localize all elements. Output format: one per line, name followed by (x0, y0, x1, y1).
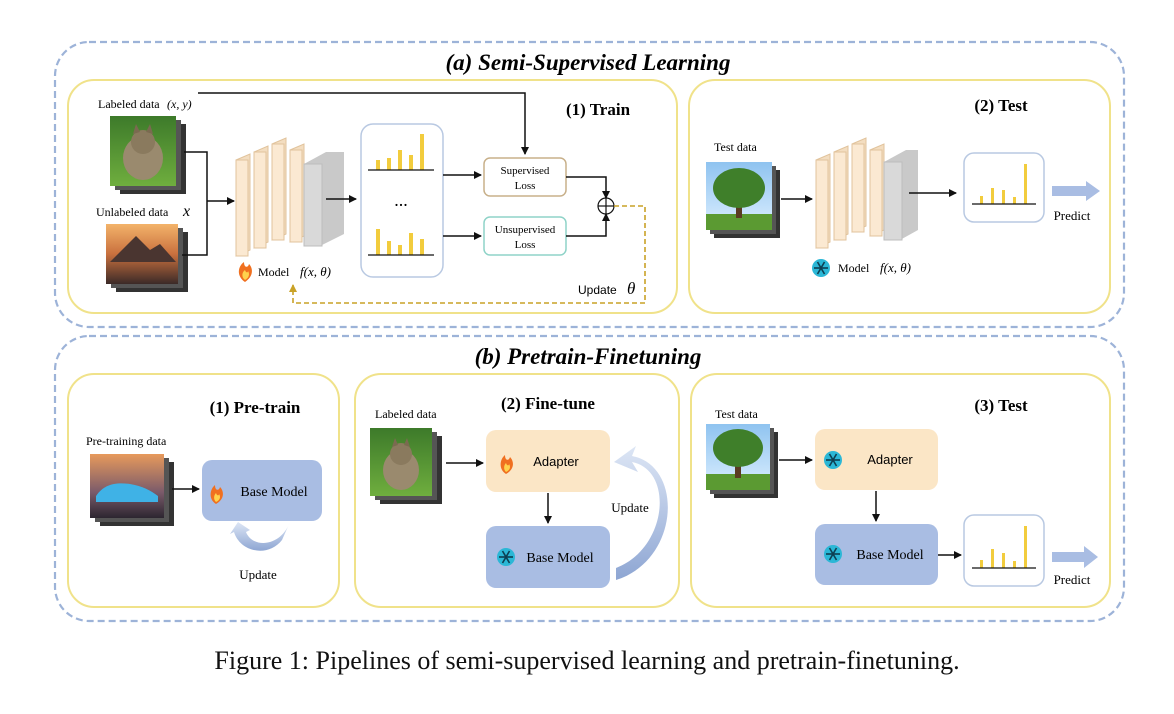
predict-arrow-a (1052, 181, 1100, 201)
finetune-base-model-box (486, 526, 610, 588)
finetune-title: (2) Fine-tune (501, 394, 595, 413)
flame-icon (500, 455, 513, 474)
section-a-title: (a) Semi-Supervised Learning (446, 50, 731, 75)
test-data-label-b: Test data (715, 407, 758, 421)
finetune-adapter-label: Adapter (533, 454, 579, 469)
sum-node-icon (597, 197, 615, 215)
test-output-box-a (963, 152, 1045, 223)
pretrain-data-label: Pre-training data (86, 434, 167, 448)
ellipsis-label: ... (394, 190, 408, 210)
finetune-update-arrow (614, 446, 668, 580)
mountain-image (110, 236, 176, 262)
test-adapter-label: Adapter (867, 452, 913, 467)
finetune-data-label: Labeled data (375, 407, 437, 421)
test-panel-b (690, 373, 1111, 608)
tree-image-stack-b (706, 424, 778, 498)
pretrain-base-model-box (202, 460, 322, 521)
test-base-model-label: Base Model (856, 548, 923, 563)
finetune-adapter-box (486, 430, 610, 492)
tree-image-stack-a (706, 162, 780, 238)
train-model-layers (235, 137, 344, 257)
labeled-data-math: (x, y) (167, 97, 192, 111)
pretrain-base-model-label: Base Model (240, 485, 307, 500)
finetune-cat-stack (370, 428, 442, 504)
train-output-bars-top (368, 134, 434, 171)
labeled-data-label: Labeled data (98, 97, 160, 111)
test-model-layers-a (815, 137, 918, 249)
finetune-update-label: Update (611, 500, 649, 515)
test-base-model-box (815, 524, 938, 585)
section-b-outer-border (53, 334, 1126, 623)
unsupervised-loss-line2: Loss (515, 239, 536, 251)
section-a-outer-border (53, 40, 1126, 329)
labeled-image-stack (110, 116, 186, 194)
snowflake-icon (824, 545, 842, 563)
update-theta: θ (627, 279, 635, 298)
test-adapter-box (815, 429, 938, 490)
unsupervised-loss-line1: Unsupervised (495, 224, 556, 236)
train-model-math: f(x, θ) (300, 264, 331, 279)
update-dashed-path (289, 205, 646, 304)
unlabeled-data-math: x (182, 203, 190, 220)
update-label: Update (578, 283, 617, 297)
test-model-label-a: Model (838, 261, 870, 275)
snowflake-icon (497, 548, 515, 566)
train-title: (1) Train (566, 100, 631, 119)
snowflake-icon (824, 451, 842, 469)
test-panel-a (688, 79, 1111, 314)
train-panel (67, 79, 678, 314)
pretrain-update-arrow (230, 522, 290, 551)
test-output-box-b (963, 514, 1045, 587)
test-output-bars-a (972, 164, 1036, 205)
snowflake-icon (812, 259, 830, 277)
test-title-b: (3) Test (974, 396, 1028, 415)
figure-caption: Figure 1: Pipelines of semi-supervised l… (214, 646, 960, 675)
predict-arrow-b (1052, 546, 1098, 568)
test-output-bars-b (972, 526, 1036, 569)
train-output-bars-bottom (368, 229, 434, 256)
car-image-stack (90, 454, 174, 526)
finetune-base-model-label: Base Model (526, 551, 593, 566)
predict-label-b: Predict (1054, 572, 1091, 587)
section-b-title: (b) Pretrain-Finetuning (475, 344, 702, 369)
pretrain-title: (1) Pre-train (210, 398, 301, 417)
finetune-panel (354, 373, 680, 608)
pipeline-diagram: (a) Semi-Supervised Learning (1) Train L… (53, 40, 1126, 623)
pretrain-panel (67, 373, 340, 608)
test-data-label-a: Test data (714, 140, 757, 154)
supervised-loss-line1: Supervised (501, 165, 550, 177)
test-model-math-a: f(x, θ) (880, 260, 911, 275)
predict-label-a: Predict (1054, 208, 1091, 223)
unlabeled-data-label: Unlabeled data (96, 205, 169, 219)
car-image (96, 483, 158, 502)
supervised-loss-line2: Loss (515, 180, 536, 192)
pretrain-update-label: Update (239, 567, 277, 582)
test-title-a: (2) Test (974, 96, 1028, 115)
train-model-label: Model (258, 265, 290, 279)
tree-trunk (735, 458, 741, 478)
unlabeled-image-stack (106, 224, 188, 292)
flame-icon (238, 262, 252, 282)
flame-icon (210, 485, 223, 504)
